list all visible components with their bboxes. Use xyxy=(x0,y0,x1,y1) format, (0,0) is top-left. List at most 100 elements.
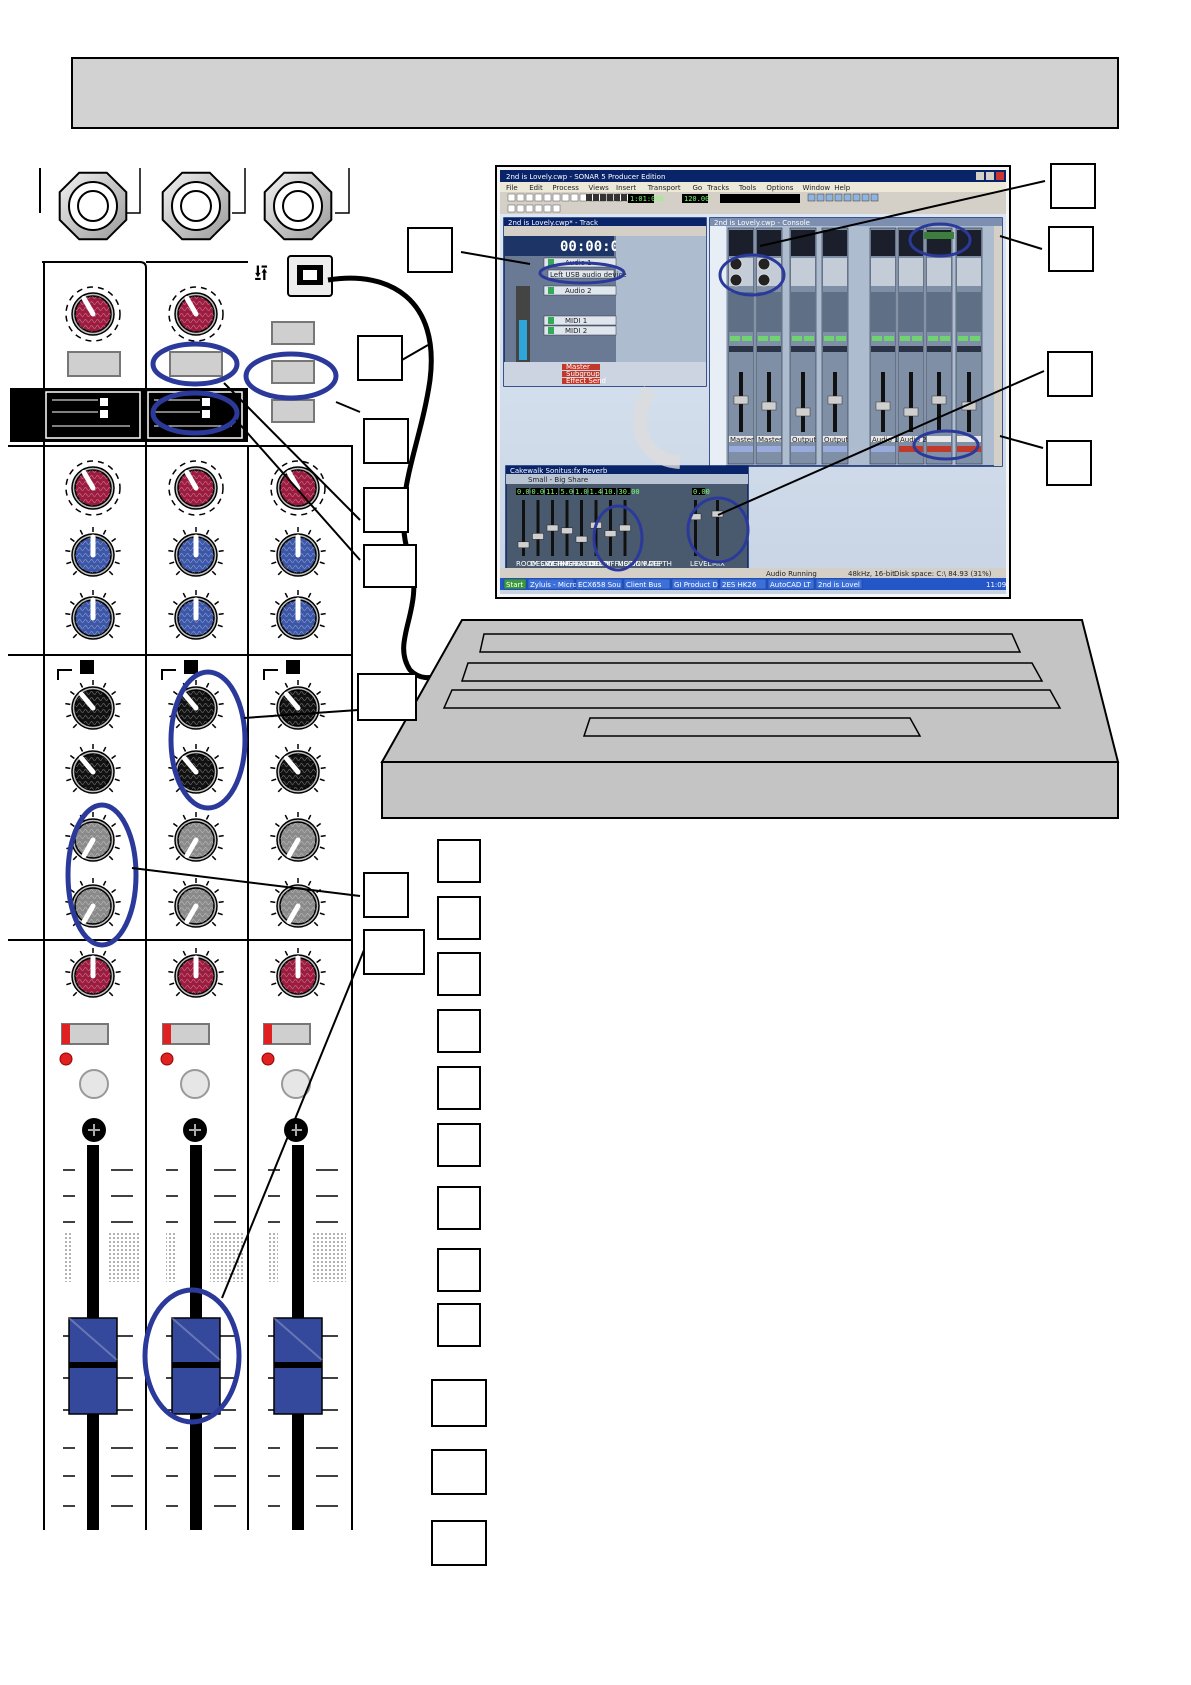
mute-button-3[interactable] xyxy=(263,1023,311,1045)
menu-tracks[interactable]: Tracks xyxy=(706,184,729,192)
pan-knob-1[interactable] xyxy=(65,948,121,998)
fx-knob-b-2[interactable] xyxy=(168,878,224,928)
toolbar-button[interactable] xyxy=(507,193,516,202)
effect-slider[interactable] xyxy=(604,500,617,556)
taskbar-item[interactable] xyxy=(671,578,719,590)
taskbar-item[interactable] xyxy=(815,578,863,590)
menu-help[interactable]: Help xyxy=(834,184,851,192)
console-fader-cap[interactable] xyxy=(733,395,749,405)
toolbar-button[interactable] xyxy=(807,193,816,202)
console-fader-cap[interactable] xyxy=(761,401,777,411)
taskbar-item[interactable] xyxy=(767,578,815,590)
taskbar-item[interactable] xyxy=(623,578,671,590)
taskbar-item[interactable] xyxy=(527,578,575,590)
toolbar-button[interactable] xyxy=(552,204,561,213)
console-fader-cap[interactable] xyxy=(961,401,977,411)
console-fader-cap[interactable] xyxy=(931,395,947,405)
taskbar-item[interactable] xyxy=(503,578,527,590)
effect-slider[interactable] xyxy=(575,500,588,556)
send-slot[interactable] xyxy=(562,371,600,377)
knob-red-2[interactable] xyxy=(168,460,224,516)
pad-switch-1[interactable] xyxy=(67,351,121,377)
toolbar-button[interactable] xyxy=(870,193,879,202)
menu-window[interactable]: Window xyxy=(803,184,831,192)
toolbar-button[interactable] xyxy=(852,193,861,202)
toolbar-button[interactable] xyxy=(816,193,825,202)
aux-knob-a-3[interactable] xyxy=(270,680,326,730)
console-fader-cap[interactable] xyxy=(903,407,919,417)
transport-button[interactable] xyxy=(621,194,627,201)
console-knob-icon[interactable] xyxy=(757,257,771,271)
transport-button[interactable] xyxy=(600,194,606,201)
menu-options[interactable]: Options xyxy=(766,184,793,192)
pan-knob-2[interactable] xyxy=(168,948,224,998)
pfl-button-2[interactable] xyxy=(180,1069,210,1099)
menu-insert[interactable]: Insert xyxy=(616,184,636,192)
effect-slider[interactable] xyxy=(711,500,724,556)
menu-tools[interactable]: Tools xyxy=(738,184,757,192)
console-fader-cap[interactable] xyxy=(795,407,811,417)
gain-knob-1[interactable] xyxy=(65,286,121,342)
toolbar-button[interactable] xyxy=(525,204,534,213)
toolbar-button[interactable] xyxy=(561,193,570,202)
toolbar-button[interactable] xyxy=(534,204,543,213)
fader-3[interactable] xyxy=(268,1145,346,1530)
menu-file[interactable]: File xyxy=(506,184,518,192)
mute-button-1[interactable] xyxy=(61,1023,109,1045)
pan-knob-3[interactable] xyxy=(270,948,326,998)
toolbar-button[interactable] xyxy=(543,193,552,202)
aux-knob-b-1[interactable] xyxy=(65,744,121,794)
aux-knob-a-1[interactable] xyxy=(65,680,121,730)
toolbar-button[interactable] xyxy=(825,193,834,202)
eq-high-knob-2[interactable] xyxy=(168,527,224,577)
menu-transport[interactable]: Transport xyxy=(647,184,681,192)
fx-knob-a-3[interactable] xyxy=(270,812,326,862)
console-fader-cap[interactable] xyxy=(827,395,843,405)
send-slot[interactable] xyxy=(562,378,600,384)
effect-slider[interactable] xyxy=(619,500,631,556)
eq-low-knob-3[interactable] xyxy=(270,590,326,640)
toolbar-button[interactable] xyxy=(516,193,525,202)
toolbar-button[interactable] xyxy=(516,204,525,213)
console-knob-icon[interactable] xyxy=(729,273,743,287)
toolbar-button[interactable] xyxy=(861,193,870,202)
fx-knob-b-3[interactable] xyxy=(270,878,326,928)
toolbar-button[interactable] xyxy=(543,204,552,213)
pad-switch-2[interactable] xyxy=(169,351,223,377)
input-selector[interactable] xyxy=(547,269,615,279)
mute-button-2[interactable] xyxy=(162,1023,210,1045)
taskbar-item[interactable] xyxy=(719,578,767,590)
effect-preset[interactable]: Small - Big Share xyxy=(528,476,588,484)
aux-knob-b-2[interactable] xyxy=(168,744,224,794)
transport-button[interactable] xyxy=(593,194,599,201)
toolbar-button[interactable] xyxy=(552,193,561,202)
effect-slider[interactable] xyxy=(561,500,573,556)
usb-switch-mid[interactable] xyxy=(271,360,315,384)
transport-button[interactable] xyxy=(586,194,592,201)
track-name[interactable]: Audio 2 xyxy=(565,287,592,295)
eq-high-knob-3[interactable] xyxy=(270,527,326,577)
taskbar-item[interactable] xyxy=(575,578,623,590)
effect-slider[interactable] xyxy=(546,500,559,556)
toolbar-button[interactable] xyxy=(534,193,543,202)
eq-high-knob-1[interactable] xyxy=(65,527,121,577)
console-knob-icon[interactable] xyxy=(757,273,771,287)
menu-edit[interactable]: Edit xyxy=(529,184,543,192)
toolbar-button[interactable] xyxy=(834,193,843,202)
console-fader-cap[interactable] xyxy=(875,401,891,411)
aux-knob-b-3[interactable] xyxy=(270,744,326,794)
eq-low-knob-2[interactable] xyxy=(168,590,224,640)
effect-slider[interactable] xyxy=(532,500,544,556)
usb-switch-top[interactable] xyxy=(271,321,315,345)
fx-bin-slot[interactable] xyxy=(924,232,954,239)
gain-knob-2[interactable] xyxy=(168,286,224,342)
transport-button[interactable] xyxy=(607,194,613,201)
track-row[interactable] xyxy=(543,325,617,336)
toolbar-button[interactable] xyxy=(843,193,852,202)
menu-views[interactable]: Views xyxy=(589,184,610,192)
track-row[interactable] xyxy=(543,285,617,296)
toolbar-button[interactable] xyxy=(579,193,588,202)
knob-red-1[interactable] xyxy=(65,460,121,516)
track-name[interactable]: MIDI 2 xyxy=(565,327,587,335)
usb-switch-bottom[interactable] xyxy=(271,399,315,423)
